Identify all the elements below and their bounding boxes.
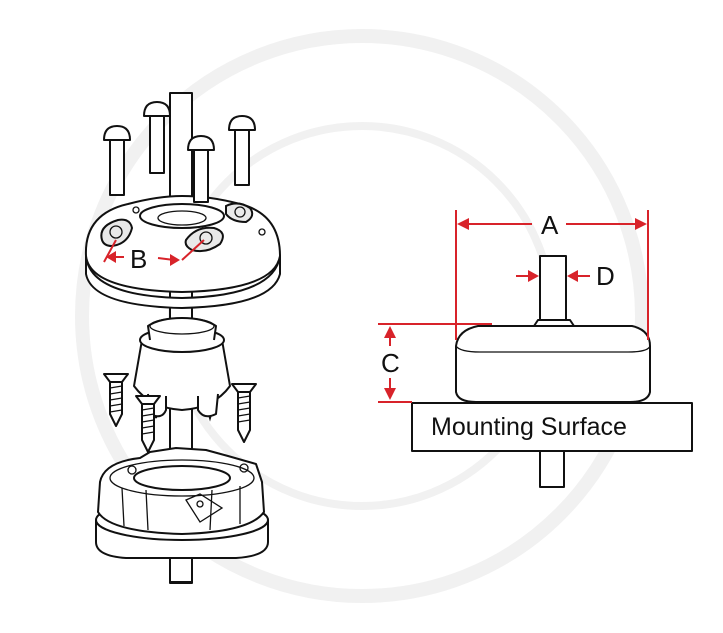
top-cap — [84, 195, 281, 309]
top-screw-2 — [143, 101, 171, 174]
top-screw-3 — [187, 135, 215, 203]
wood-screw-1 — [103, 373, 129, 427]
side-view: Mounting Surface A D — [378, 210, 693, 488]
top-screw-1 — [103, 125, 131, 196]
dimension-a: A — [455, 210, 649, 340]
wood-screw-2 — [135, 395, 161, 453]
label-b: B — [130, 244, 147, 274]
top-screws — [103, 101, 256, 203]
side-mount-body — [455, 319, 651, 403]
mounting-surface-label: Mounting Surface — [431, 413, 627, 441]
wood-screw-3 — [231, 383, 257, 443]
dimension-b: B — [103, 239, 205, 274]
side-shaft-bottom — [539, 450, 565, 488]
label-d: D — [596, 261, 615, 291]
label-c: C — [381, 348, 400, 378]
dimension-c: C — [378, 323, 492, 403]
label-a: A — [541, 210, 559, 240]
wood-screws — [103, 373, 257, 453]
dimension-d: D — [516, 261, 615, 291]
exploded-view: B — [84, 92, 281, 584]
cone-adapter — [133, 317, 231, 422]
base-clamp — [95, 447, 269, 583]
side-shaft-top — [539, 255, 567, 329]
mounting-surface-box — [411, 402, 693, 452]
top-screw-4 — [228, 115, 256, 186]
